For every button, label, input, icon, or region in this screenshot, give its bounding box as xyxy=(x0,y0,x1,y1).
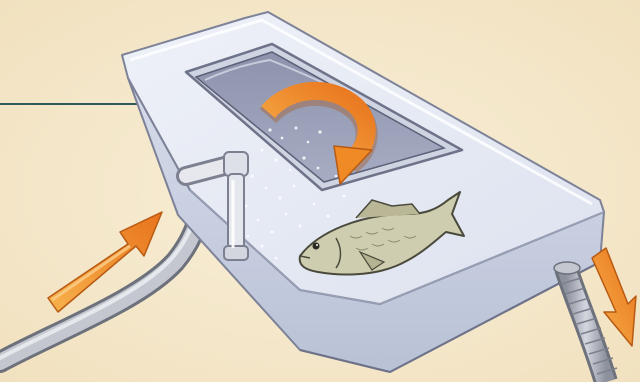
livewell-illustration xyxy=(0,0,640,382)
livewell-diagram xyxy=(0,0,640,382)
